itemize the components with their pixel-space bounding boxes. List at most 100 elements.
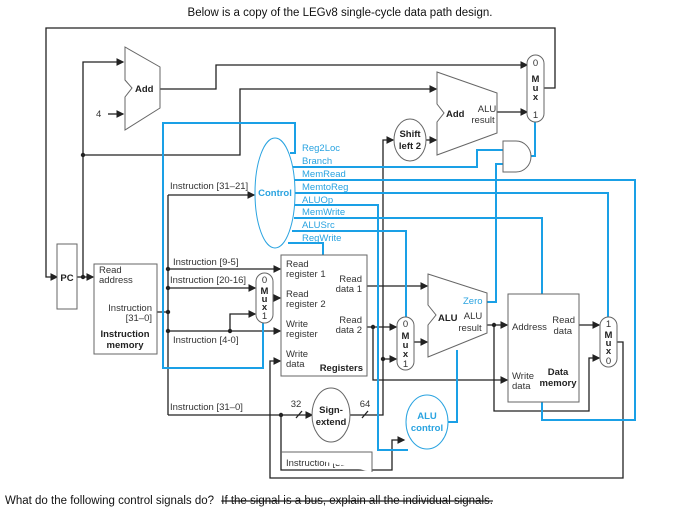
svg-text:M: M: [261, 286, 269, 297]
data-memory: Address Read data Write data Data memory: [507, 293, 580, 403]
svg-text:x: x: [606, 346, 612, 357]
svg-text:data: data: [554, 326, 573, 337]
svg-text:Write: Write: [286, 349, 308, 360]
pc-register: PC: [56, 243, 78, 310]
svg-text:Sign-: Sign-: [319, 405, 343, 416]
svg-text:Instruction [31–0]: Instruction [31–0]: [170, 402, 243, 413]
instruction-memory: Read address Instruction [31–0] Instruct…: [93, 263, 158, 355]
svg-text:ALU: ALU: [478, 104, 497, 115]
reg2loc-wire: [162, 122, 296, 369]
svg-text:data: data: [512, 381, 531, 392]
control-wires: [162, 122, 636, 451]
pc-adder: Add 4: [96, 46, 161, 131]
alu-control-out-wire: [448, 350, 458, 423]
pc-mux: 0 M u x 1: [526, 54, 545, 123]
shift-left-2: Shift left 2: [393, 118, 427, 162]
signal-regwrite: RegWrite: [302, 233, 341, 244]
page-title: Below is a copy of the LEGv8 single-cycl…: [188, 7, 493, 19]
svg-text:u: u: [606, 338, 612, 349]
svg-text:register 1: register 1: [286, 269, 326, 280]
pc-to-add-wire: [82, 58, 125, 277]
svg-text:data 2: data 2: [336, 325, 362, 336]
svg-text:Instruction [31–21]: Instruction [31–21]: [286, 458, 364, 469]
question-text: What do the following control signals do…: [5, 495, 493, 507]
svg-text:x: x: [403, 349, 409, 360]
svg-text:address: address: [99, 275, 133, 286]
signal-memread: MemRead: [302, 169, 346, 180]
svg-text:Instruction [20-16]: Instruction [20-16]: [170, 275, 246, 286]
svg-text:1: 1: [403, 359, 408, 370]
sign-extend-out-wire: [350, 355, 398, 416]
svg-text:extend: extend: [316, 417, 347, 428]
sign-extend: Sign- extend 32 64: [291, 387, 370, 443]
memtoreg-wire: [295, 192, 609, 318]
zero-wire: [487, 163, 504, 303]
signal-memtoreg: MemtoReg: [302, 182, 348, 193]
svg-text:0: 0: [606, 356, 611, 367]
svg-text:Write: Write: [286, 319, 308, 330]
pc-plus4-wire: [160, 61, 529, 90]
svg-text:u: u: [403, 340, 409, 351]
svg-text:Control: Control: [258, 188, 292, 199]
svg-text:1: 1: [533, 110, 538, 121]
svg-text:1: 1: [606, 319, 611, 330]
signal-reg2loc: Reg2Loc: [302, 143, 340, 154]
svg-text:data: data: [286, 359, 305, 370]
memtoreg-mux: 1 M u x 0: [599, 316, 618, 368]
svg-text:Read: Read: [286, 289, 309, 300]
svg-text:x: x: [262, 302, 268, 313]
signal-memwrite: MemWrite: [302, 207, 345, 218]
svg-text:Instruction [31–21]: Instruction [31–21]: [170, 181, 248, 192]
svg-text:0: 0: [533, 58, 538, 69]
imm-to-shift-wire: [382, 136, 395, 359]
svg-text:Data: Data: [548, 367, 569, 378]
struck-text: If the signal is a bus, explain all the …: [221, 495, 493, 507]
svg-text:Instruction [4-0]: Instruction [4-0]: [173, 335, 238, 346]
svg-text:M: M: [402, 331, 410, 342]
svg-text:Read: Read: [339, 315, 362, 326]
and-gate: [502, 140, 532, 173]
and-out-wire: [530, 122, 536, 157]
alu-control: ALU control: [405, 394, 449, 450]
bus-width-slash: [295, 410, 369, 419]
register-file: Read register 1 Read register 2 Write re…: [280, 254, 368, 377]
constant-four: 4: [96, 109, 101, 120]
aluop-wire: [295, 204, 408, 451]
svg-text:u: u: [262, 294, 268, 305]
svg-text:data 1: data 1: [336, 284, 362, 295]
zero-label: Zero: [463, 296, 483, 307]
svg-text:Instruction: Instruction: [100, 329, 149, 340]
svg-text:Read: Read: [552, 315, 575, 326]
control-signal-labels: Reg2Loc Branch MemRead MemtoReg ALUOp Me…: [302, 143, 348, 244]
svg-text:ALU: ALU: [417, 411, 437, 422]
svg-text:Read: Read: [286, 259, 309, 270]
signal-aluop: ALUOp: [302, 195, 333, 206]
svg-text:register: register: [286, 329, 318, 340]
svg-text:Add: Add: [135, 84, 154, 95]
svg-text:Registers: Registers: [320, 363, 363, 374]
svg-text:Instruction: Instruction: [108, 303, 152, 314]
svg-text:control: control: [411, 423, 443, 434]
instr-31-21-frame: [281, 451, 373, 472]
svg-text:0: 0: [262, 275, 267, 286]
alu-bypass-wire: [493, 325, 601, 412]
alusrc-wire: [292, 230, 407, 318]
svg-text:ALU: ALU: [464, 311, 483, 322]
branch-adder: Add ALU result: [436, 71, 498, 156]
memwrite-wire: [294, 217, 543, 294]
svg-text:Instruction [9-5]: Instruction [9-5]: [173, 257, 238, 268]
svg-text:Write: Write: [512, 371, 534, 382]
svg-text:Read: Read: [339, 274, 362, 285]
svg-text:left 2: left 2: [399, 141, 421, 152]
svg-text:Address: Address: [512, 322, 547, 333]
svg-text:M: M: [605, 330, 613, 341]
svg-text:result: result: [458, 323, 482, 334]
alusrc-mux: 0 M u x 1: [396, 316, 415, 371]
svg-text:memory: memory: [540, 378, 578, 389]
svg-text:Add: Add: [446, 109, 465, 120]
write-data-mem-wire: [372, 327, 509, 384]
svg-text:result: result: [471, 115, 495, 126]
svg-text:[31–0]: [31–0]: [126, 313, 152, 324]
svg-text:register 2: register 2: [286, 299, 326, 310]
